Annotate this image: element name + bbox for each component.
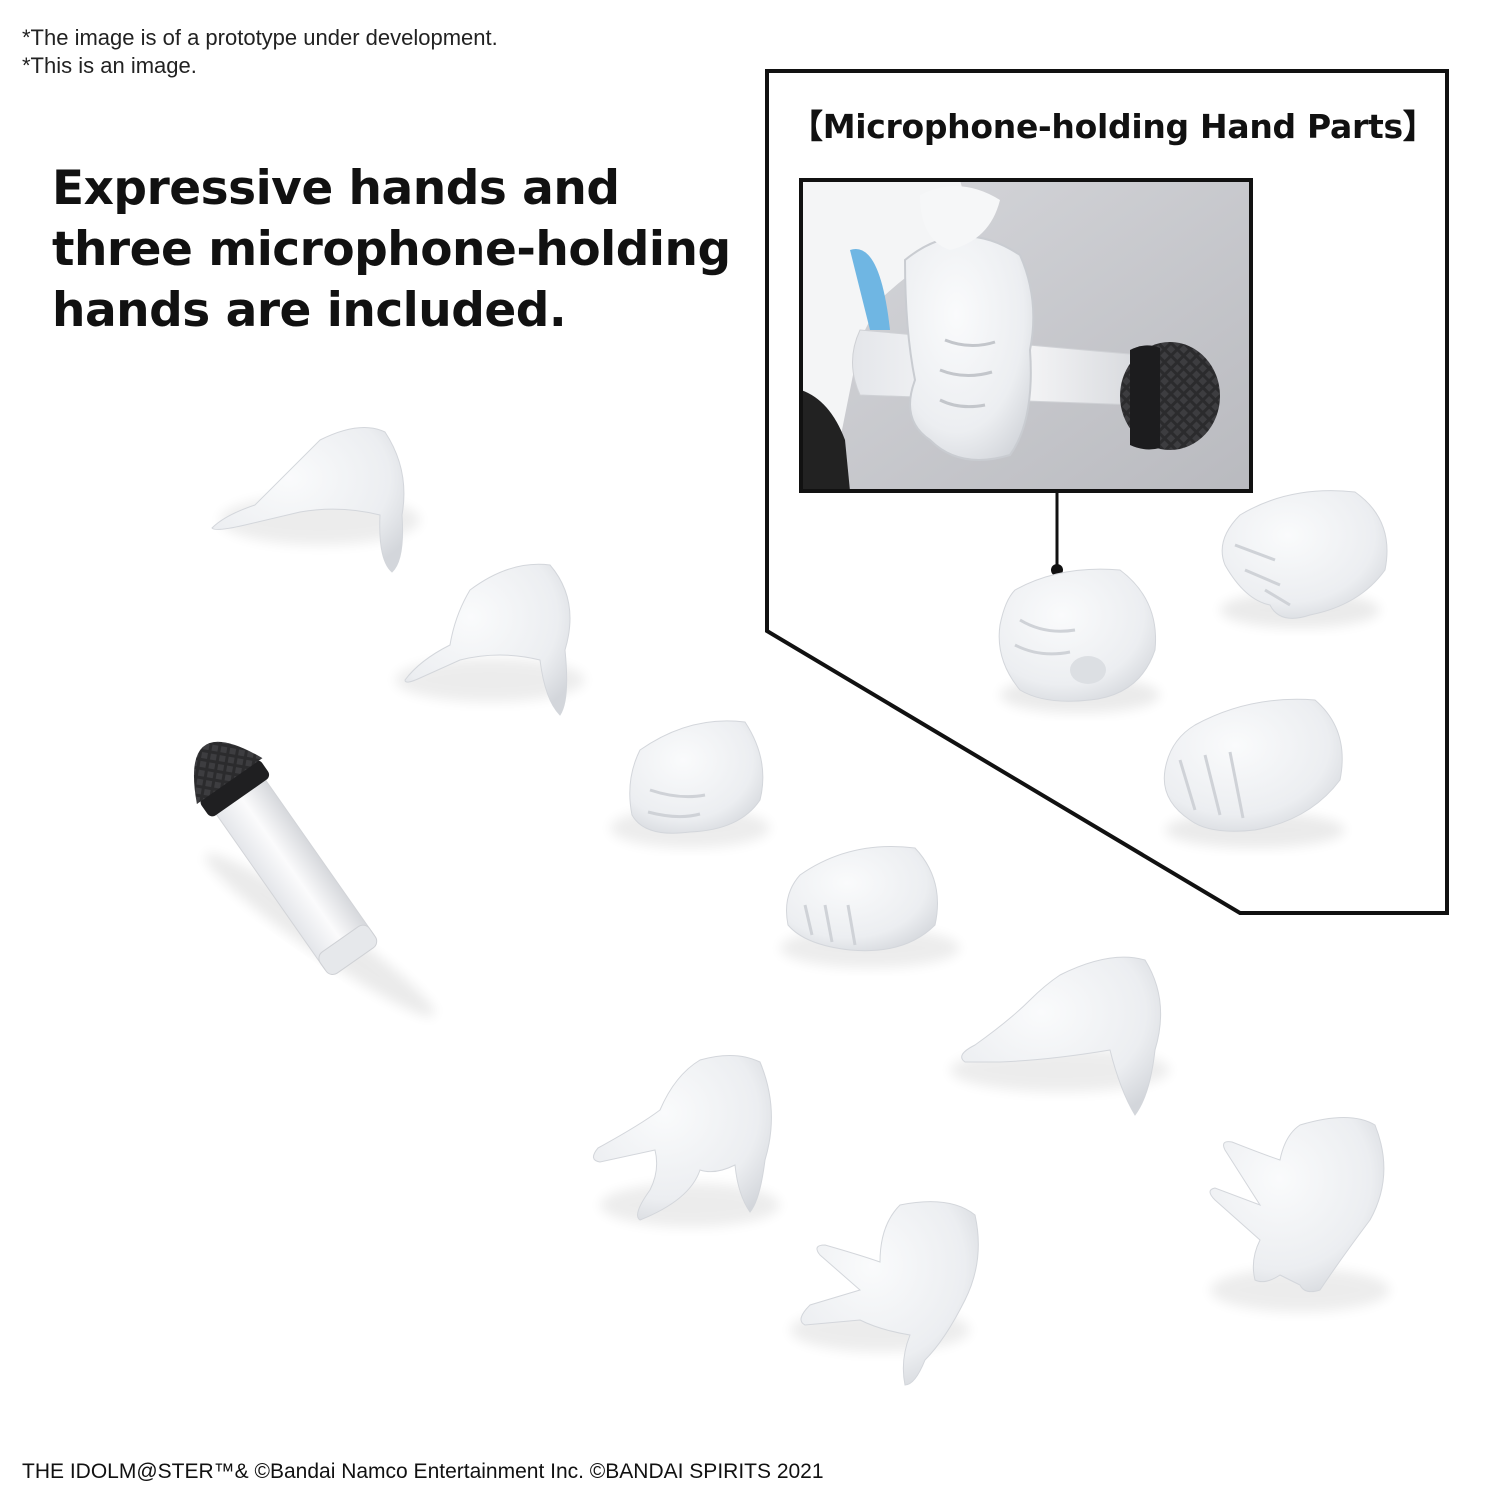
hand-part-peace <box>790 1201 979 1386</box>
disclaimer-line-2: *This is an image. <box>22 53 197 78</box>
microphone-part <box>193 741 436 1017</box>
hand-part-fist <box>610 720 770 848</box>
hand-part-relaxed <box>780 846 960 968</box>
headline-line-2: three microphone-holding <box>52 222 731 277</box>
mic-holding-hand-3 <box>1163 698 1345 848</box>
headline-line-1: Expressive hands and <box>52 161 620 216</box>
callout-pointer <box>1051 491 1063 576</box>
callout-frame <box>765 69 1449 915</box>
hand-part-open-spread <box>1209 1117 1390 1312</box>
hand-part-open-flat <box>950 956 1170 1116</box>
headline: Expressive hands and three microphone-ho… <box>52 158 731 341</box>
headline-line-3: hands are included. <box>52 283 567 338</box>
hand-part-pointing-upper <box>211 427 420 573</box>
disclaimer: *The image is of a prototype under devel… <box>22 24 498 80</box>
mic-holding-hand-2 <box>1220 490 1388 628</box>
copyright-footer: THE IDOLM@STER™& ©Bandai Namco Entertain… <box>22 1460 824 1483</box>
hand-part-horns <box>593 1055 780 1227</box>
mic-holding-hand-1 <box>998 568 1160 713</box>
callout-photo <box>799 178 1253 493</box>
callout-title: 【Microphone-holding Hand Parts】 <box>790 107 1436 146</box>
hand-part-pointing-lower <box>395 563 585 716</box>
disclaimer-line-1: *The image is of a prototype under devel… <box>22 25 498 50</box>
